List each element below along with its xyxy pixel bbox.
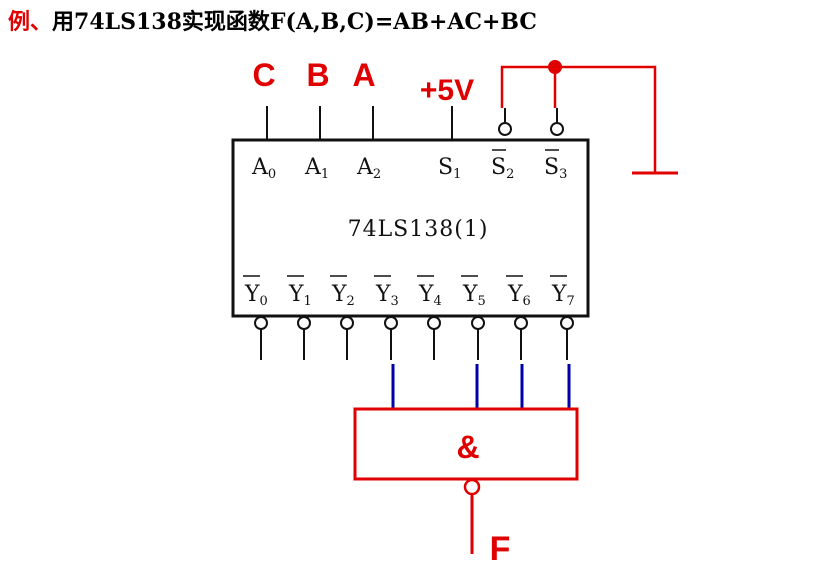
input-label-b: B (306, 57, 329, 93)
pin-label-y1: Y1 (288, 282, 312, 309)
gate-input-wires (391, 364, 571, 409)
nand-output-bubble (463, 478, 481, 496)
junction-dot (548, 60, 562, 74)
title-text: 用74LS138实现函数F(A,B,C)=AB+AC+BC (52, 9, 537, 35)
pin-label-s3: S3 (544, 155, 567, 182)
pin-label-y2: Y2 (331, 282, 355, 309)
pin-s2-inversion-bubble (498, 122, 512, 136)
pin-s3-inversion-bubble (550, 122, 564, 136)
input-label-a: A (352, 57, 375, 93)
decoder-chip-body (231, 138, 590, 318)
title-prefix: 例、 (8, 9, 53, 35)
output-label-f: F (490, 530, 511, 568)
pin-y3-bubble (384, 316, 398, 330)
chip-name: 74LS138(1) (348, 217, 489, 242)
pin-label-s1: S1 (438, 155, 461, 182)
title: 例、用74LS138实现函数F(A,B,C)=AB+AC+BC (8, 4, 537, 36)
pin-label-a0: A0 (251, 155, 276, 182)
nand-gate-body (353, 407, 579, 481)
pin-label-y3: Y3 (375, 282, 399, 309)
pin-label-s2: S2 (491, 155, 514, 182)
output-pins (254, 316, 574, 360)
pin-label-a2: A2 (356, 155, 381, 182)
pin-y5-bubble (471, 316, 485, 330)
top-pin-labels: A0 A1 A2 S1 S2 S3 (251, 149, 567, 182)
enable-ground-wire (500, 65, 657, 173)
input-label-c: C (252, 57, 275, 93)
bottom-pin-labels: Y0 Y1 Y2 Y3 Y4 Y5 Y6 Y7 (243, 275, 575, 309)
pin-y7-bubble (560, 316, 574, 330)
pin-label-a1: A1 (304, 155, 329, 182)
pin-label-y0: Y0 (244, 282, 268, 309)
pin-label-y5: Y5 (462, 282, 486, 309)
pin-y0-bubble (254, 316, 268, 330)
pin-label-y7: Y7 (551, 282, 575, 309)
supply-label: +5V (420, 74, 474, 107)
pin-label-y6: Y6 (507, 282, 531, 309)
pin-label-y4: Y4 (418, 282, 442, 309)
pin-y6-bubble (514, 316, 528, 330)
nand-gate-symbol: & (456, 429, 479, 465)
pin-y4-bubble (427, 316, 441, 330)
pin-y2-bubble (340, 316, 354, 330)
pin-y1-bubble (297, 316, 311, 330)
